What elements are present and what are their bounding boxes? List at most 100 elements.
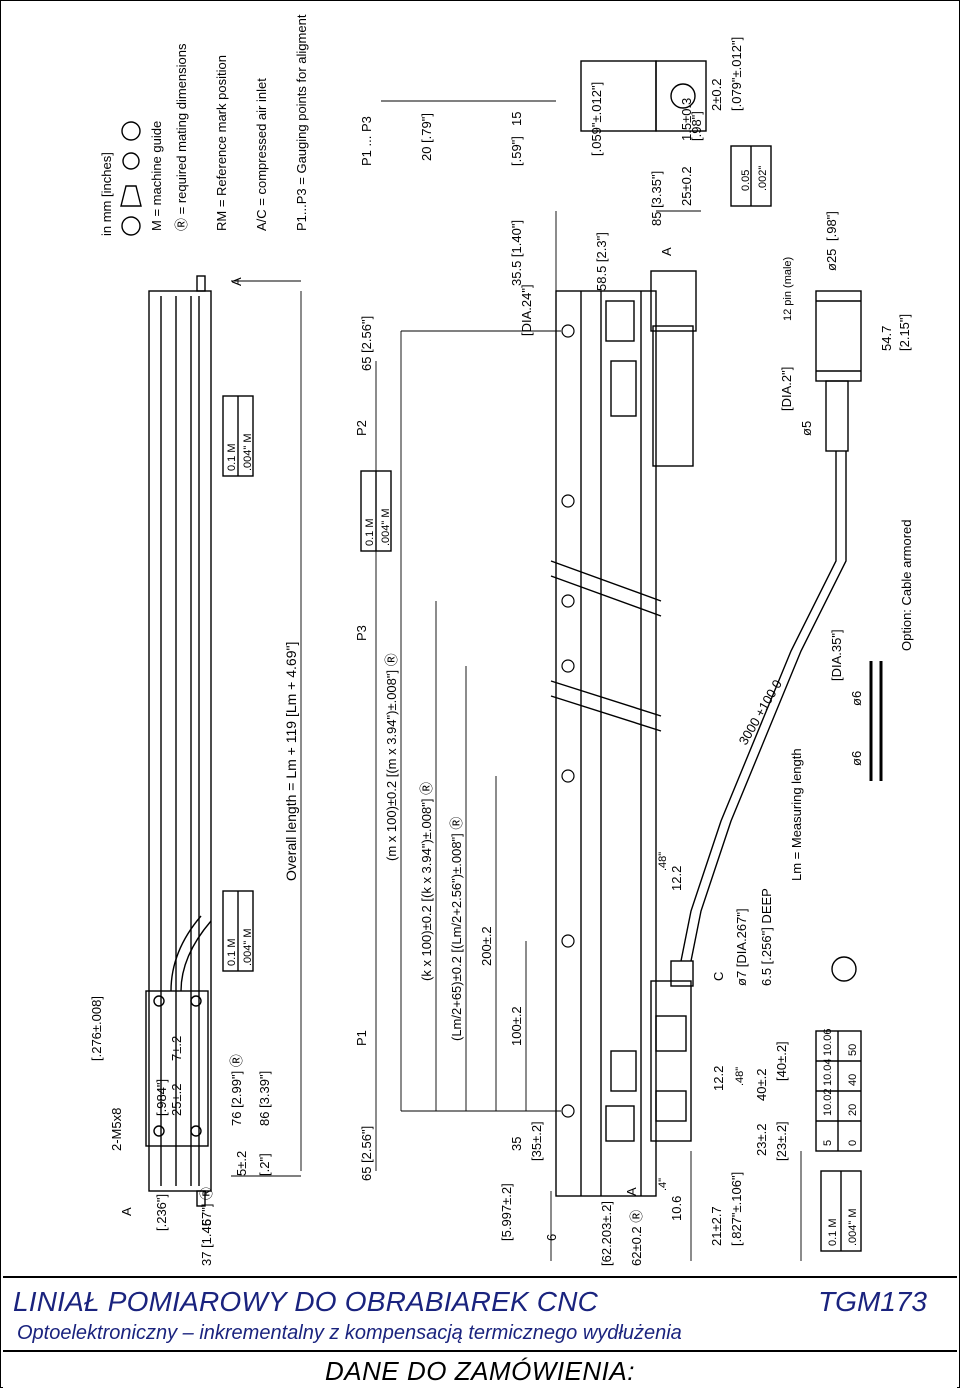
dim-236: [.236"] (154, 1194, 169, 1231)
dim-62: 62±0.2 Ⓡ (629, 1210, 644, 1266)
thread-m5: 2-M5x8 (109, 1108, 124, 1151)
product-title: LINIAŁ POMIAROWY DO OBRABIAREK CNC (13, 1286, 599, 1317)
dia-25: ø25 (824, 249, 839, 271)
dim-106: 10.6 (669, 1196, 684, 1221)
model-code: TGM173 (818, 1286, 927, 1317)
table-y-0: 5 (822, 1140, 834, 1146)
tol-01-top: 0.1 M (226, 443, 238, 471)
tol-004-top: .004" M (242, 433, 254, 471)
dim-65a: 65 [2.56"] (359, 1126, 374, 1181)
label-a-left: A (119, 1207, 134, 1216)
label-a-top: A (229, 277, 244, 286)
product-subtitle: Optoelektroniczny – inkrementalny z komp… (17, 1322, 682, 1344)
dim-059: [.059"±.012"] (589, 82, 604, 156)
dia-35: [DIA.35"] (829, 629, 844, 681)
dim-12: 12.2 (669, 866, 684, 891)
legend-ac: A/C = compressed air inlet (254, 78, 269, 231)
dim-76: 76 [2.99"] Ⓡ (229, 1054, 244, 1126)
dim-59: [.59"] (509, 136, 524, 166)
cable-length: 3000 +100 0 (736, 677, 785, 747)
dim-37: 37 [1.457"] Ⓡ (199, 1187, 214, 1266)
tol-004-mid: .004" M (380, 508, 392, 546)
tol-01-corner: 0.1 M (827, 1218, 839, 1246)
dim-48: .48" (734, 1067, 746, 1086)
order-data-row: DANE DO ZAMÓWIENIA: (3, 1350, 957, 1388)
dim-35: 35 (509, 1137, 524, 1151)
dim-100: 100±.2 (509, 1006, 524, 1046)
tol-004-corner: .004" M (847, 1208, 859, 1246)
dia-98: [.98"] (824, 211, 839, 241)
dia-6b: ø6 (849, 751, 864, 766)
legend-m: M = machine guide (149, 121, 164, 231)
dim-355: 35.5 [1.40"] (509, 220, 524, 286)
read-head-left (145, 990, 209, 1147)
dim-7b: 7±.2 (169, 1036, 184, 1061)
dia-5: ø5 (799, 421, 814, 436)
technical-drawing: in mm [inches] M = machine guide Ⓡ = req… (1, 1, 960, 1276)
dim-86: 86 [3.39"] (257, 1071, 272, 1126)
label-a-right: A (659, 247, 674, 256)
dim-25b: 25±0.2 (679, 166, 694, 206)
table-x-1: 20 (847, 1104, 859, 1116)
dim-48b: .48" (657, 852, 669, 871)
dim-276: [.276±.008] (89, 996, 104, 1061)
dia-7: ø7 [DIA.267"] (734, 908, 749, 986)
dim-2: 2±0.2 (709, 79, 724, 111)
dim-215: [2.15"] (897, 314, 912, 351)
tol-004-low: .004" M (242, 928, 254, 966)
scale-body-right (555, 290, 657, 1197)
dim-40b: [40±.2] (774, 1041, 789, 1081)
dim-k100: (k x 100)±0.2 [(k x 3.94")±.008"] Ⓡ (419, 782, 434, 981)
label-a-bottom: A (624, 1187, 639, 1196)
cable-option: Option: Cable armored (899, 519, 914, 651)
dia-6: ø6 (849, 691, 864, 706)
table-x-0: 0 (847, 1140, 859, 1146)
dim-40: 40±.2 (754, 1069, 769, 1101)
table-y-3: 10.06 (822, 1028, 834, 1056)
dim-lm2: (Lm/2+65)±0.2 [(Lm/2+2.56")±.008"] Ⓡ (449, 817, 464, 1041)
legend-units: in mm [inches] (99, 152, 114, 236)
dim-547: 54.7 (879, 326, 894, 351)
dim-200: 200±.2 (479, 926, 494, 966)
dim-122: 12.2 (711, 1066, 726, 1091)
pin-12: 12 pin (male) (782, 257, 794, 321)
dia-2: [DIA.2"] (779, 367, 794, 411)
dim-20: 20 [.79"] (419, 113, 434, 161)
dim-m100: (m x 100)±0.2 [(m x 3.94")±.008"] Ⓡ (384, 653, 399, 861)
dim-23: 23±.2 (754, 1124, 769, 1156)
dim-98b: [.98"] (689, 111, 704, 141)
dim-5997: [5.997±.2] (499, 1183, 514, 1241)
table-y-2: 10.04 (822, 1058, 834, 1086)
dim-4: .4" (657, 1178, 669, 1191)
overall-length: Overall length = Lm + 119 [Lm + 4.69"] (283, 642, 299, 881)
label-p2: P2 (354, 420, 369, 436)
scale-body-left (148, 290, 212, 1192)
legend-r: Ⓡ = required mating dimensions (174, 43, 189, 231)
dim-15: 15 (509, 112, 524, 126)
deep: 6.5 [.256"] DEEP (759, 888, 774, 986)
dia-6c: [DIA.24"] (519, 284, 534, 336)
dim-005: 0.05 (740, 170, 752, 191)
dim-23b: [23±.2] (774, 1121, 789, 1161)
table-y-1: 10.02 (822, 1088, 834, 1116)
dim-5b: 5±.2 (234, 1151, 249, 1176)
title-row: LINIAŁ POMIAROWY DO OBRABIAREK CNC TGM17… (3, 1278, 957, 1322)
tol-01-low: 0.1 M (226, 938, 238, 966)
measuring-length: Lm = Measuring length (789, 748, 804, 881)
legend-p: P1...P3 = Gauging points for aligment (294, 14, 309, 231)
label-c: C (711, 972, 726, 981)
dim-827: [.827"±.106"] (729, 1172, 744, 1246)
label-p1p3: P1 ... P3 (359, 116, 374, 166)
legend-rm: RM = Reference mark position (214, 55, 229, 231)
tol-01-mid: 0.1 M (364, 518, 376, 546)
label-p1: P1 (354, 1030, 369, 1046)
dim-65b: 65 [2.56"] (359, 316, 374, 371)
table-x-3: 50 (847, 1044, 859, 1056)
dim-585: 58.5 [2.3"] (594, 232, 609, 291)
dim-2b: [.2"] (257, 1153, 272, 1176)
dim-35b: [35±.2] (529, 1121, 544, 1161)
dim-85: 85 [3.35"] (649, 171, 664, 226)
dim-21: 21±2.7 (709, 1206, 724, 1246)
title-block: LINIAŁ POMIAROWY DO OBRABIAREK CNC TGM17… (3, 1276, 957, 1388)
